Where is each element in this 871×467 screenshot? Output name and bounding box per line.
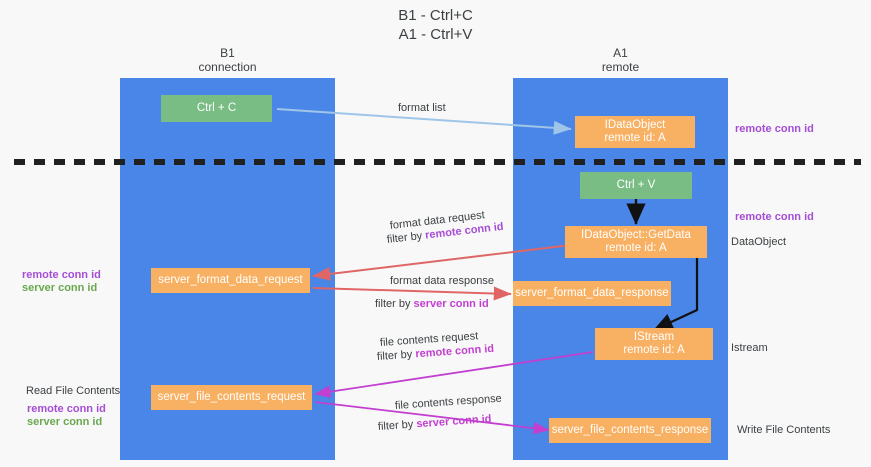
node-idataobject-getdata[interactable]: IDataObject::GetData remote id: A — [565, 226, 707, 258]
side-label-left-server-conn-id-bottom: server conn id — [27, 416, 103, 428]
edge-label-file-contents-response: file contents response — [394, 392, 503, 412]
title-line-2: A1 - Ctrl+V — [398, 26, 473, 43]
filter-prefix: filter by — [376, 348, 416, 363]
side-label-dataobject: DataObject — [731, 236, 787, 248]
column-header-b1-name: B1 — [220, 46, 235, 60]
node-ctrl-c[interactable]: Ctrl + C — [161, 95, 272, 122]
column-header-b1: B1 connection — [155, 46, 300, 74]
node-server-format-data-request[interactable]: server_format_data_request — [151, 268, 310, 293]
side-label-istream: Istream — [731, 342, 768, 354]
column-header-a1-name: A1 — [613, 46, 628, 60]
edge-label-format-data-response-filter: filter by server conn id — [375, 298, 489, 312]
side-label-read-file-contents: Read File Contents — [26, 385, 121, 397]
column-header-a1: A1 remote — [548, 46, 693, 74]
node-server-format-data-response[interactable]: server_format_data_response — [513, 281, 671, 306]
node-server-format-data-request-label: server_format_data_request — [158, 273, 303, 286]
filter-prefix: filter by — [377, 418, 417, 433]
node-ctrl-v-line1: Ctrl + V — [616, 178, 656, 191]
node-istream-line1: IStream — [633, 330, 675, 343]
edge-label-format-data-response: format data response — [390, 275, 494, 287]
side-label-left-server-conn-id-mid: server conn id — [22, 282, 98, 294]
filter-key-server-conn-id: server conn id — [415, 413, 492, 431]
node-ctrl-c-line1: Ctrl + C — [196, 101, 237, 114]
side-label-remote-conn-id-top: remote conn id — [735, 123, 814, 135]
node-getdata-line2: remote id: A — [605, 242, 667, 254]
title-line-1: B1 - Ctrl+C — [398, 7, 473, 24]
side-label-remote-conn-id-mid: remote conn id — [735, 211, 814, 223]
node-idataobject-line2: remote id: A — [604, 132, 666, 144]
node-istream[interactable]: IStream remote id: A — [595, 328, 713, 360]
node-idataobject[interactable]: IDataObject remote id: A — [575, 116, 695, 148]
edge-format-data-response — [312, 286, 512, 301]
edge-label-file-contents-response-filter: filter by server conn id — [378, 413, 492, 434]
edge-label-format-list: format list — [398, 102, 446, 114]
side-label-left-remote-conn-id-mid: remote conn id — [22, 269, 101, 281]
column-header-a1-role: remote — [601, 60, 640, 74]
diagram-title: B1 - Ctrl+C A1 - Ctrl+V — [0, 6, 871, 44]
node-server-file-contents-response-label: server_file_contents_response — [551, 423, 709, 436]
side-label-write-file-contents: Write File Contents — [737, 424, 831, 436]
column-header-b1-role: connection — [198, 60, 257, 74]
node-server-format-data-response-label: server_format_data_response — [515, 286, 669, 299]
node-server-file-contents-response[interactable]: server_file_contents_response — [549, 418, 711, 443]
filter-key-server-conn-id: server conn id — [413, 298, 489, 310]
filter-prefix: filter by — [375, 298, 414, 310]
node-idataobject-line1: IDataObject — [604, 118, 666, 131]
node-server-file-contents-request-label: server_file_contents_request — [157, 390, 306, 403]
node-getdata-line1: IDataObject::GetData — [581, 228, 691, 241]
node-ctrl-v[interactable]: Ctrl + V — [580, 172, 692, 199]
node-istream-line2: remote id: A — [623, 344, 685, 356]
node-server-file-contents-request[interactable]: server_file_contents_request — [151, 385, 312, 410]
side-label-left-remote-conn-id-bottom: remote conn id — [27, 403, 106, 415]
